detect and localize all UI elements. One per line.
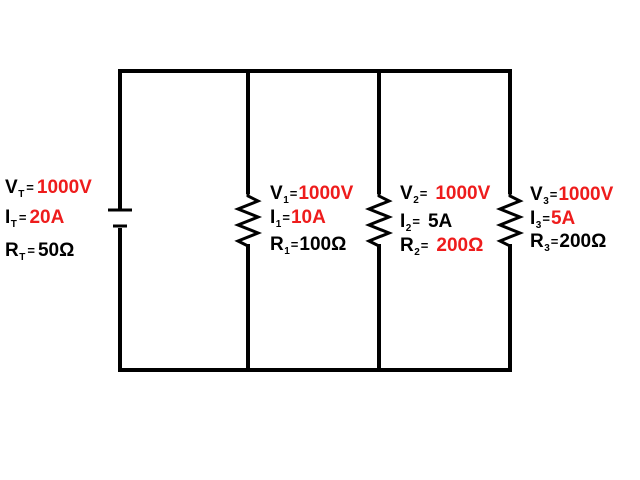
branch-2-resistance-subscript: 2 [414,247,420,258]
branch-1-voltage-subscript: 1 [283,195,289,206]
branch-3-resistance-symbol: R [530,231,544,252]
source-resistance-symbol: R [5,240,19,261]
branch-3-current-equals: = [542,211,550,226]
source-resistance-subscript: T [19,252,25,263]
branch-3-current-subscript: 3 [536,220,542,231]
branch-3-current-symbol: I [530,208,535,229]
branch-2-resistance-symbol: R [400,235,414,256]
source-current-symbol: I [5,207,10,228]
branch-2-voltage-symbol: V [400,183,413,204]
branch-1-resistance-symbol: R [270,234,284,255]
circuit-wires [118,69,512,372]
source-voltage-value: 1000V [37,177,92,198]
source-voltage-subscript: T [18,189,24,200]
branch-2-resistance-value: 200Ω [436,235,483,256]
branch-3-voltage-symbol: V [530,184,543,205]
branch-1-resistance-equals: = [291,237,299,252]
branch-2-current-equals: = [412,214,420,229]
source-voltage-equals: = [26,180,34,195]
branch-3-voltage-value: 1000V [558,184,613,205]
branch-1-voltage-value: 1000V [298,183,353,204]
branch-2-voltage-equals: = [420,186,428,201]
branch-2-current-subscript: 2 [406,223,412,234]
source-current-value: 20A [29,207,64,228]
branch-2-current-symbol: I [400,211,405,232]
branch-1-current-subscript: 1 [276,219,282,230]
branch-2-current-value: 5A [428,211,453,232]
battery-icon [108,208,132,228]
branch-3-resistance-subscript: 3 [544,243,550,254]
branch-3-voltage-equals: = [550,187,558,202]
branch-2-resistance-equals: = [421,238,429,253]
source-current-equals: = [19,210,27,225]
branch-2-voltage-value: 1000V [435,183,490,204]
source-resistance-equals: = [27,243,35,258]
branch-1-current-symbol: I [270,207,275,228]
resistor-3-icon [495,192,525,248]
source-voltage-symbol: V [5,177,18,198]
branch-3-voltage-subscript: 3 [543,196,549,207]
resistor-2-icon [364,192,394,248]
branch-1-current-equals: = [282,210,290,225]
branch-3-current-value: 5A [551,208,576,229]
branch-3-resistance-equals: = [551,234,559,249]
branch-1-voltage-equals: = [290,186,298,201]
branch-1-current-value: 10A [291,207,326,228]
source-resistance-value: 50Ω [38,240,74,261]
branch-1-resistance-value: 100Ω [299,234,346,255]
branch-3-resistance-value: 200Ω [559,231,606,252]
resistor-1-icon [233,192,263,248]
branch-1-voltage-symbol: V [270,183,283,204]
branch-2-voltage-subscript: 2 [413,195,419,206]
source-current-subscript: T [11,219,17,230]
branch-1-resistance-subscript: 1 [284,246,290,257]
